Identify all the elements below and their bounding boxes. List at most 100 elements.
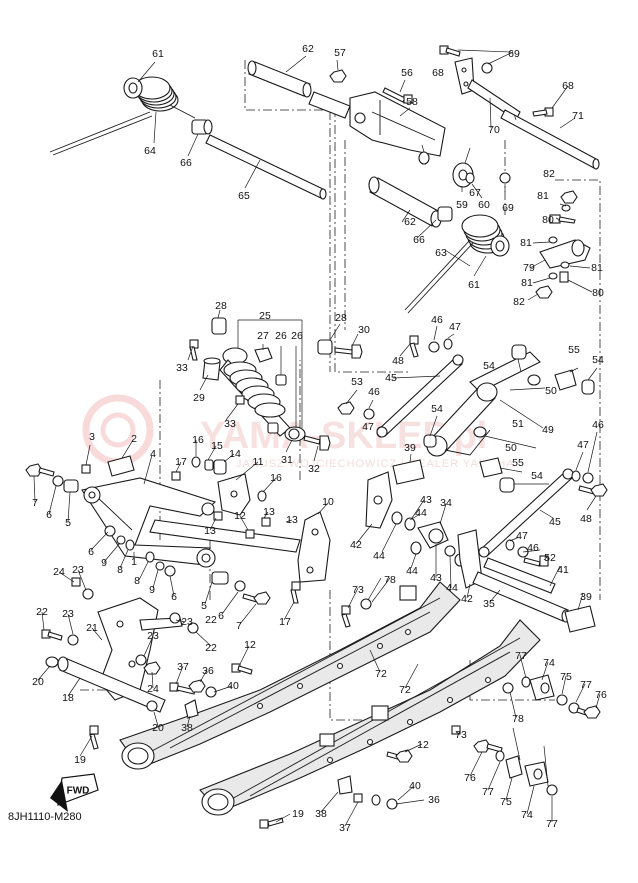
callout-labels: 61 64 66 65 62 57 56 58 62 66 63 61 59 6… <box>32 43 607 834</box>
bolt-7-left <box>25 463 55 477</box>
callout-13: 13 <box>286 514 298 526</box>
callout-62: 62 <box>404 216 416 228</box>
callout-64: 64 <box>144 145 156 157</box>
collar-15 <box>204 459 214 471</box>
bracket-38-upper <box>184 699 199 719</box>
callout-65: 65 <box>238 190 250 202</box>
collar-14 <box>213 459 227 475</box>
bolt-3 <box>81 464 91 474</box>
callout-12: 12 <box>244 639 256 651</box>
spring-washer-top <box>123 77 143 99</box>
callout-77: 77 <box>546 818 558 830</box>
callout-32: 32 <box>308 463 320 475</box>
callout-12: 12 <box>417 739 429 751</box>
watermark-logo <box>82 394 154 466</box>
bracket-58 <box>349 91 446 157</box>
shaft-41 <box>483 557 556 594</box>
callout-24: 24 <box>147 683 159 695</box>
callout-39: 39 <box>404 442 416 454</box>
callout-78: 78 <box>512 713 524 725</box>
callout-14: 14 <box>229 448 241 460</box>
bushing-28-left <box>211 317 227 335</box>
callout-79: 79 <box>523 262 535 274</box>
callout-54: 54 <box>483 360 495 372</box>
callout-55: 55 <box>512 457 524 469</box>
shaft-65 <box>205 134 327 200</box>
callout-45: 45 <box>549 516 561 528</box>
collar-50 <box>473 374 541 438</box>
callout-29: 29 <box>193 392 205 404</box>
callout-30: 30 <box>358 324 370 336</box>
callout-28: 28 <box>215 300 227 312</box>
bracket-10 <box>297 511 331 583</box>
callout-27: 27 <box>257 330 269 342</box>
forward-arrow-label: FWD <box>67 786 90 797</box>
callout-23: 23 <box>62 608 74 620</box>
callout-38: 38 <box>315 808 327 820</box>
callout-26: 26 <box>275 330 287 342</box>
callout-22: 22 <box>205 614 217 626</box>
washer-69-top <box>481 62 493 74</box>
callout-48: 48 <box>580 513 592 525</box>
bracket-11 <box>217 473 251 516</box>
diagram-code: 8JH1110-M280 <box>8 811 82 823</box>
callout-16: 16 <box>270 472 282 484</box>
callout-81: 81 <box>591 262 603 274</box>
bolt-76-upper <box>576 705 601 719</box>
collar-39-upper <box>392 459 425 485</box>
callout-35: 35 <box>483 598 495 610</box>
callout-13: 13 <box>204 525 216 537</box>
torsion-spring-left <box>49 76 196 156</box>
callout-36: 36 <box>428 794 440 806</box>
callout-43: 43 <box>430 572 442 584</box>
collar-16 <box>191 456 267 502</box>
washer-69 <box>499 172 511 184</box>
callout-72: 72 <box>375 668 387 680</box>
bolt-13 <box>213 511 271 539</box>
bracket-38-lower <box>337 775 353 795</box>
callout-67: 67 <box>469 187 481 199</box>
watermark-subtext: JANUSZ WOJCIECHOWICZ | DEALER YAMAHA <box>236 458 515 470</box>
bushing-28-right <box>317 339 333 355</box>
callout-75: 75 <box>560 671 572 683</box>
callout-6: 6 <box>171 591 177 603</box>
callout-23: 23 <box>147 630 159 642</box>
washer-31 <box>288 428 300 440</box>
bolt-19-lower <box>259 817 284 829</box>
callout-47: 47 <box>362 421 374 433</box>
callout-7: 7 <box>236 620 242 632</box>
bolt-12-upper <box>231 663 253 675</box>
callout-66: 66 <box>413 234 425 246</box>
bolts-36-37-40 <box>169 679 217 698</box>
clip-2 <box>107 455 135 477</box>
callout-26: 26 <box>291 330 303 342</box>
callout-76: 76 <box>464 772 476 784</box>
callout-82: 82 <box>513 296 525 308</box>
washer-23-right <box>135 654 147 666</box>
slide-rail-72-lower <box>199 619 541 816</box>
callout-55: 55 <box>568 344 580 356</box>
callout-57: 57 <box>334 47 346 59</box>
callout-20: 20 <box>152 722 164 734</box>
callout-81: 81 <box>537 190 549 202</box>
callout-7: 7 <box>32 497 38 509</box>
collar-5-left <box>63 479 79 493</box>
callout-69: 69 <box>502 202 514 214</box>
bolts-36-37-40-lower <box>353 793 398 810</box>
bolt-56 <box>382 87 413 104</box>
callout-46: 46 <box>368 386 380 398</box>
nut-53 <box>337 401 355 415</box>
collar-6-left <box>52 475 64 487</box>
callout-33: 33 <box>224 418 236 430</box>
clamp-79 <box>539 239 591 269</box>
washer-20-left <box>45 656 59 668</box>
callout-81: 81 <box>520 237 532 249</box>
callout-38: 38 <box>181 722 193 734</box>
link-arm-45-upper <box>376 354 464 438</box>
callout-45: 45 <box>385 372 397 384</box>
callout-71: 71 <box>572 110 584 122</box>
callout-42: 42 <box>461 593 473 605</box>
callout-9: 9 <box>101 557 107 569</box>
callout-61: 61 <box>152 48 164 60</box>
callout-68: 68 <box>562 80 574 92</box>
